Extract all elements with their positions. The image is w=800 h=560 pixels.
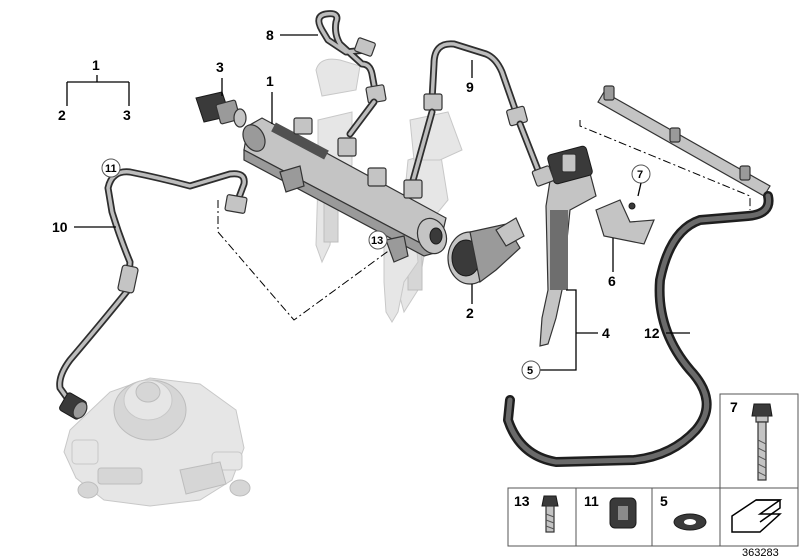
return-line [503, 85, 774, 467]
pipe-9 [408, 40, 542, 188]
washer-5-icon [673, 513, 707, 531]
pipe-8 [315, 10, 387, 138]
pressure-sensor [195, 91, 247, 128]
figure-number: 363283 [742, 547, 779, 559]
pipe-10 [56, 168, 248, 420]
tree-label-2: 2 [58, 107, 66, 123]
assembly-arrow-icon [731, 499, 783, 533]
callout-12-hose: 12 [644, 325, 660, 341]
callout-10-pipe: 10 [52, 219, 68, 235]
callout-9-pipe: 9 [466, 79, 474, 95]
callout-3-sensor: 3 [216, 59, 224, 75]
bolt-7-icon [751, 403, 773, 481]
callout-13-ring [368, 230, 388, 250]
bracket [595, 199, 655, 245]
callout-6-bracket: 6 [608, 273, 616, 289]
ghost-high-pressure-pump [63, 377, 251, 507]
bolt-13-icon [541, 495, 559, 533]
tree-lines [66, 75, 130, 106]
legend-label-5: 5 [660, 493, 668, 509]
tree-label-1: 1 [92, 57, 100, 73]
callout-5-label: 5 [527, 365, 533, 377]
callout-11-label: 11 [105, 163, 117, 175]
tree-label-3: 3 [123, 107, 131, 123]
callout-8-pipe: 8 [266, 27, 274, 43]
callout-1-rail: 1 [266, 73, 274, 89]
callout-5-ring [521, 360, 541, 380]
callouts: 3 1 8 9 11 10 13 2 7 6 4 5 12 [52, 27, 690, 380]
legend-label-11: 11 [584, 493, 599, 509]
callout-7-label: 7 [637, 169, 643, 181]
parts-legend: 7 13 11 5 [507, 393, 799, 547]
callout-11-ring [101, 158, 121, 178]
callout-13-label: 13 [371, 235, 383, 247]
legend-label-13: 13 [514, 493, 530, 509]
legend-label-7: 7 [730, 399, 738, 415]
injector [531, 145, 597, 347]
callout-4-injector: 4 [602, 325, 610, 341]
assembly-tree: 1 2 3 [58, 57, 131, 123]
grommet-11-icon [609, 497, 637, 529]
fuel-rail [242, 117, 448, 263]
callout-2-valve: 2 [466, 305, 474, 321]
pressure-valve [447, 217, 525, 285]
reference-lines [217, 120, 751, 321]
